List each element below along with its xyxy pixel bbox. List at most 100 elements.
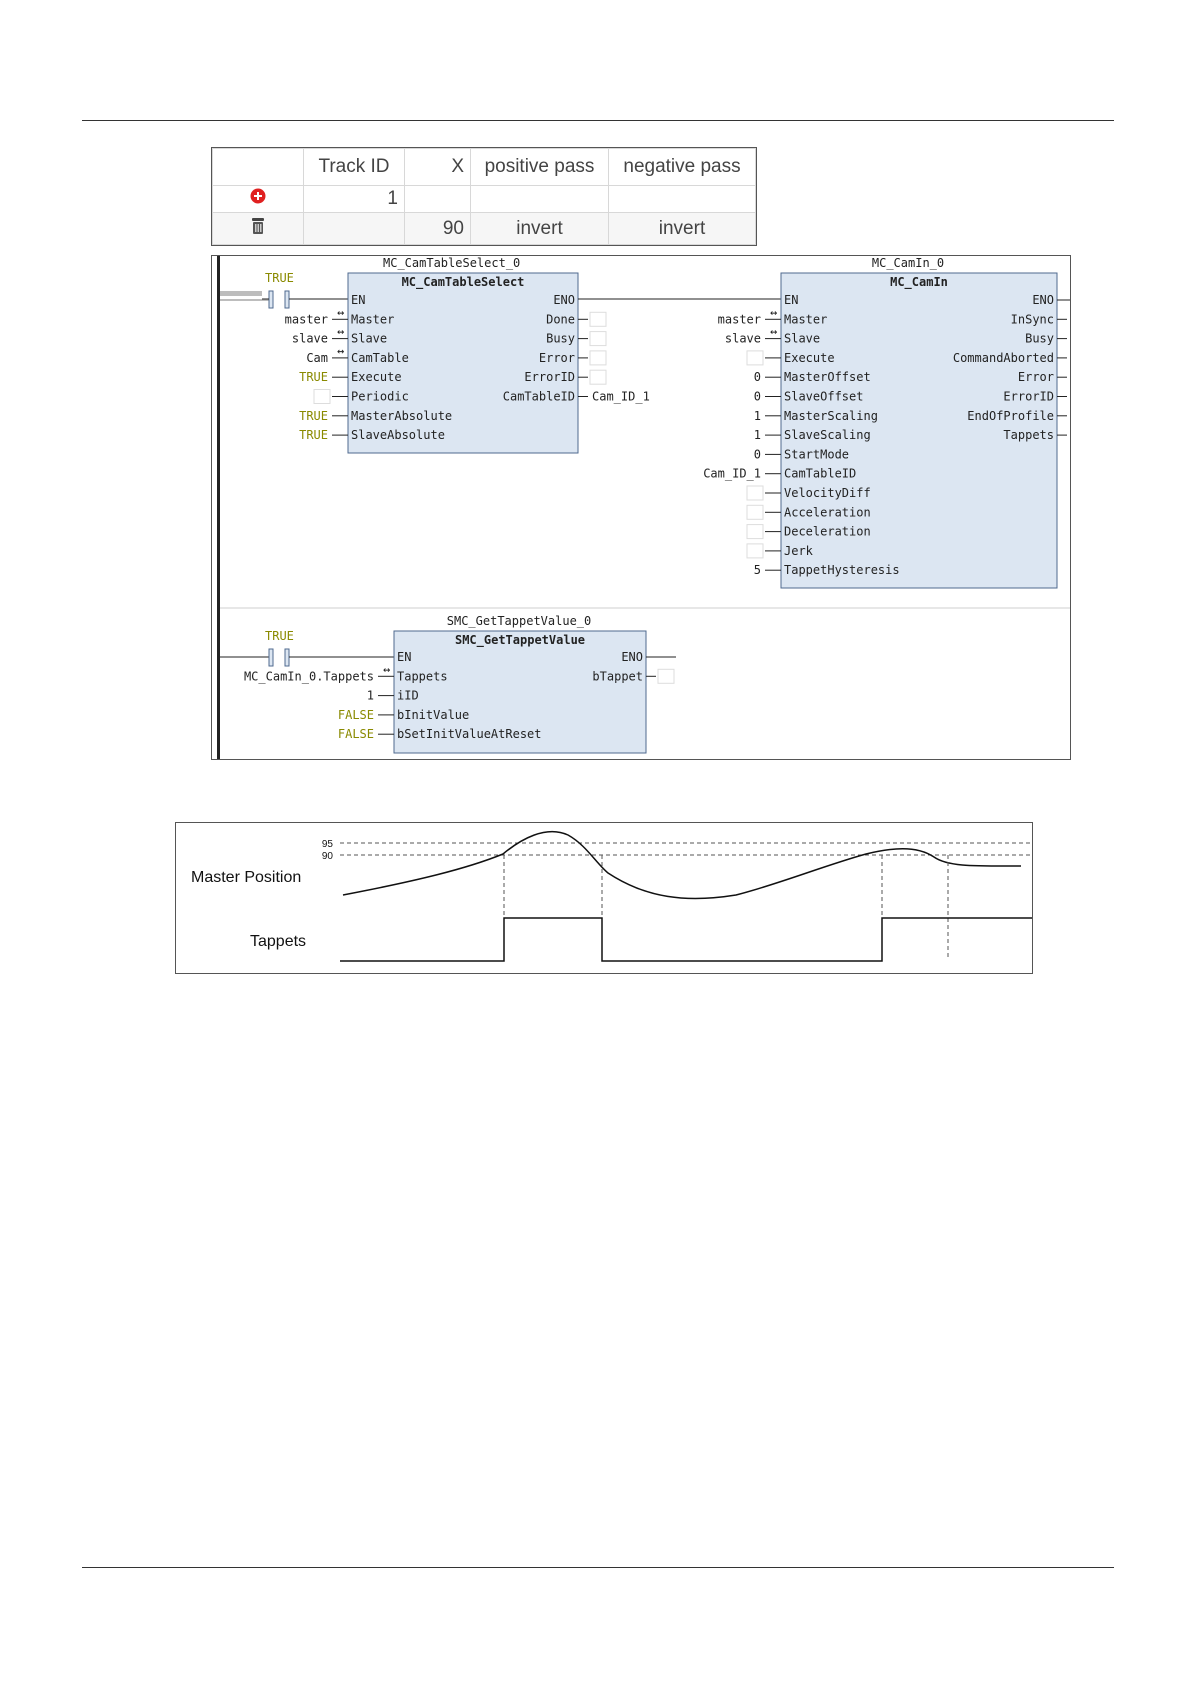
pin-value-empty[interactable] xyxy=(589,369,607,385)
pin-slaveoffset: SlaveOffset xyxy=(784,390,863,404)
track-id-cell-empty[interactable] xyxy=(303,212,405,245)
fb-outputs: ENOInSyncBusyCommandAbortedErrorErrorIDE… xyxy=(953,293,1070,442)
pin-slave: Slave xyxy=(351,332,387,346)
pin-value-empty[interactable] xyxy=(746,504,764,520)
pin-value-empty[interactable] xyxy=(746,524,764,540)
pin-commandaborted: CommandAborted xyxy=(953,351,1054,365)
fb-type-name: MC_CamTableSelect xyxy=(402,275,525,290)
pin-camtableid: CamTableID xyxy=(784,467,856,481)
pin-camtable: CamTable xyxy=(351,351,409,365)
header-x[interactable]: X xyxy=(404,148,471,186)
pin-tappets: Tappets xyxy=(1003,428,1054,442)
positive-pass-cell-empty[interactable] xyxy=(470,184,609,214)
function-block-gettappetvalue[interactable] xyxy=(393,630,647,754)
fb-outputs: ENO bTappet xyxy=(592,650,676,684)
x-cell[interactable]: 90 xyxy=(404,212,471,245)
pin-value-empty[interactable] xyxy=(746,485,764,501)
pin-value[interactable]: MC_CamIn_0.Tappets xyxy=(244,669,374,683)
header-track-id[interactable]: Track ID xyxy=(303,148,405,186)
pin-value[interactable]: master xyxy=(718,312,761,326)
pin-busy: Busy xyxy=(546,332,575,346)
pin-value[interactable]: TRUE xyxy=(299,428,328,442)
pin-value[interactable]: Cam_ID_1 xyxy=(592,390,650,404)
pin-btappet: bTappet xyxy=(592,669,643,683)
pin-value[interactable]: Cam_ID_1 xyxy=(703,467,761,481)
pin-value-empty[interactable] xyxy=(589,331,607,347)
pin-value[interactable]: 1 xyxy=(367,689,374,703)
x-cell-empty[interactable] xyxy=(404,184,471,214)
pin-value[interactable]: 1 xyxy=(754,409,761,423)
pin-value[interactable]: 5 xyxy=(754,563,761,577)
inout-arrow: ↔ xyxy=(337,305,344,319)
pin-execute: Execute xyxy=(784,351,835,365)
negative-pass-cell[interactable]: invert xyxy=(608,212,756,245)
fb-inputs: ENMaster↔masterSlave↔slaveExecuteMasterO… xyxy=(703,293,899,577)
inout-arrow: ↔ xyxy=(337,325,344,339)
fb-type-name: MC_CamIn xyxy=(890,275,948,290)
header-positive-pass[interactable]: positive pass xyxy=(470,148,609,186)
pin-value[interactable]: slave xyxy=(725,332,761,346)
pin-value[interactable]: FALSE xyxy=(338,727,374,741)
pin-value-empty[interactable] xyxy=(589,350,607,366)
pin-slave: Slave xyxy=(784,332,820,346)
pin-periodic: Periodic xyxy=(351,390,409,404)
ladder-diagram: TRUE MC_CamTableSelect_0 MC_CamTableSele… xyxy=(211,255,1071,760)
pin-eno: ENO xyxy=(621,650,643,664)
header-negative-pass[interactable]: negative pass xyxy=(608,148,756,186)
add-row-cell[interactable] xyxy=(212,184,304,214)
pin-value[interactable]: 0 xyxy=(754,390,761,404)
pin-value[interactable]: 0 xyxy=(754,370,761,384)
pin-value-empty[interactable] xyxy=(589,311,607,327)
delete-row-cell[interactable] xyxy=(212,212,304,245)
negative-pass-cell-empty[interactable] xyxy=(608,184,756,214)
pin-done: Done xyxy=(546,312,575,326)
master-position-curve xyxy=(342,830,1022,900)
tappet-timing-chart: 95 90 Master Position Tappets xyxy=(175,822,1033,974)
pin-value[interactable]: TRUE xyxy=(299,370,328,384)
pin-binitvalue: bInitValue xyxy=(397,708,469,722)
pin-value[interactable]: FALSE xyxy=(338,708,374,722)
fb-instance-name: MC_CamIn_0 xyxy=(872,256,944,270)
pin-value[interactable]: Cam xyxy=(306,351,328,365)
pin-acceleration: Acceleration xyxy=(784,505,871,519)
inout-arrow: ↔ xyxy=(770,325,777,339)
timing-canvas: 95 90 Master Position Tappets xyxy=(191,830,1032,962)
contact[interactable] xyxy=(268,290,290,309)
delete-icon[interactable] xyxy=(249,216,267,236)
fb-instance-name: MC_CamTableSelect_0 xyxy=(383,256,520,270)
pin-deceleration: Deceleration xyxy=(784,525,871,539)
pin-value[interactable]: 0 xyxy=(754,447,761,461)
pin-velocitydiff: VelocityDiff xyxy=(784,486,871,500)
pin-value-empty[interactable] xyxy=(746,543,764,559)
tappet-signal xyxy=(340,917,1032,962)
add-icon[interactable] xyxy=(250,188,266,204)
track-id-cell[interactable]: 1 xyxy=(303,184,405,214)
inout-arrow: ↔ xyxy=(337,344,344,358)
pin-value[interactable]: TRUE xyxy=(299,409,328,423)
tappet-table: Track ID X positive pass negative pass 1 xyxy=(211,147,757,246)
pin-eno: ENO xyxy=(1032,293,1054,307)
pin-eno: ENO xyxy=(553,293,575,307)
pin-masterscaling: MasterScaling xyxy=(784,409,878,423)
pin-value-empty[interactable] xyxy=(313,389,331,404)
power-rail xyxy=(217,256,220,759)
function-block-camtableselect[interactable] xyxy=(347,272,579,454)
pin-en: EN xyxy=(784,293,798,307)
positive-pass-cell[interactable]: invert xyxy=(470,212,609,245)
ladder-canvas: TRUE MC_CamTableSelect_0 MC_CamTableSele… xyxy=(217,256,1070,759)
pin-slavescaling: SlaveScaling xyxy=(784,428,871,442)
pin-value-empty[interactable] xyxy=(746,350,764,366)
pin-value[interactable]: 1 xyxy=(754,428,761,442)
pin-value[interactable]: slave xyxy=(292,332,328,346)
header-icon-col xyxy=(212,148,304,186)
table-row: 1 xyxy=(212,184,756,214)
pin-master: Master xyxy=(351,312,394,326)
pin-value[interactable]: master xyxy=(285,312,328,326)
master-position-label: Master Position xyxy=(191,869,301,886)
pin-iid: iID xyxy=(397,689,419,703)
pin-value-empty[interactable] xyxy=(657,668,675,684)
contact[interactable] xyxy=(268,648,290,667)
pin-insync: InSync xyxy=(1011,312,1054,326)
function-block-camin[interactable] xyxy=(780,272,1058,589)
pin-jerk: Jerk xyxy=(784,544,814,558)
